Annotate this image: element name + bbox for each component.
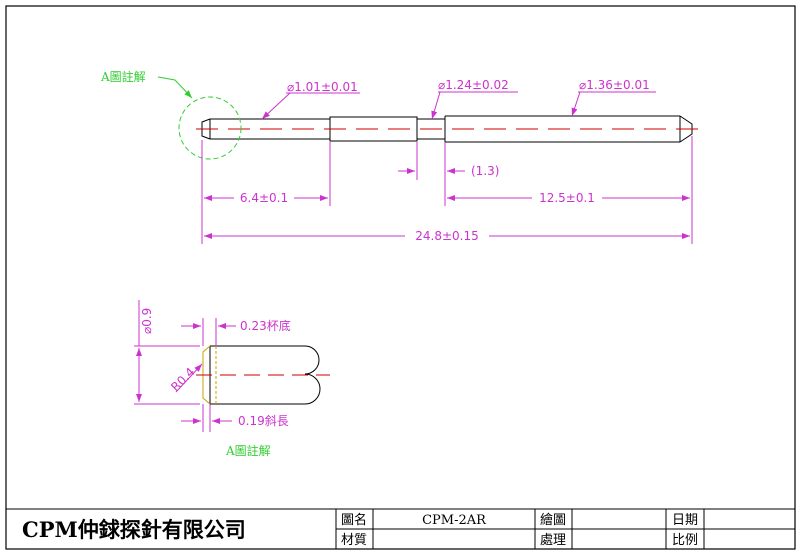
label-scale: 比例: [672, 533, 698, 548]
label-name: 圖名: [341, 512, 367, 528]
label-drawn: 繪圖: [540, 512, 566, 528]
dim-label-bg: [405, 228, 489, 242]
main-view: A圖註解 ⌀1.01±0.01 ⌀1.24±0.02 ⌀1.36±0.01 6.…: [100, 70, 700, 244]
dia-3-label: ⌀1.36±0.01: [579, 78, 650, 92]
detail-chamfer-label: 0.19斜長: [238, 414, 289, 428]
detail-dia-label: ⌀0.9: [140, 308, 154, 334]
detail-a-leader: [157, 76, 193, 99]
label-process: 處理: [540, 533, 566, 548]
label-material: 材質: [341, 533, 367, 548]
len-left-label: 6.4±0.1: [240, 191, 288, 205]
company-name: CPM仲銶探針有限公司: [22, 517, 246, 542]
title-block: CPM仲銶探針有限公司 圖名 CPM-2AR 繪圖 日期 材質 處理 比例: [6, 508, 795, 549]
detail-outline: [209, 345, 321, 405]
detail-a-note: A圖註解: [100, 70, 146, 84]
len-mid-label: (1.3): [471, 164, 499, 178]
drawing-border: [5, 5, 796, 550]
detail-radius-label: R0.4: [168, 365, 197, 394]
len-total-label: 24.8±0.15: [415, 229, 479, 243]
dia-2-label: ⌀1.24±0.02: [438, 78, 509, 92]
dim-label-bg: [532, 190, 602, 204]
value-name: CPM-2AR: [422, 513, 487, 528]
diameter-leaders: [261, 91, 656, 120]
len-right-label: 12.5±0.1: [539, 191, 595, 205]
detail-caption: A圖註解: [225, 444, 271, 458]
detail-cup-label: 0.23杯底: [240, 318, 291, 333]
detail-view: ⌀0.9 R0.4 0.23杯底 0.19斜長 A圖註解: [134, 300, 330, 458]
detail-radius-leader: [175, 363, 203, 393]
label-date: 日期: [672, 513, 698, 528]
dim-label-bg: [234, 190, 294, 204]
extension-lines: [201, 136, 693, 244]
dia-1-label: ⌀1.01±0.01: [287, 80, 358, 94]
detail-a-circle: [178, 96, 242, 160]
